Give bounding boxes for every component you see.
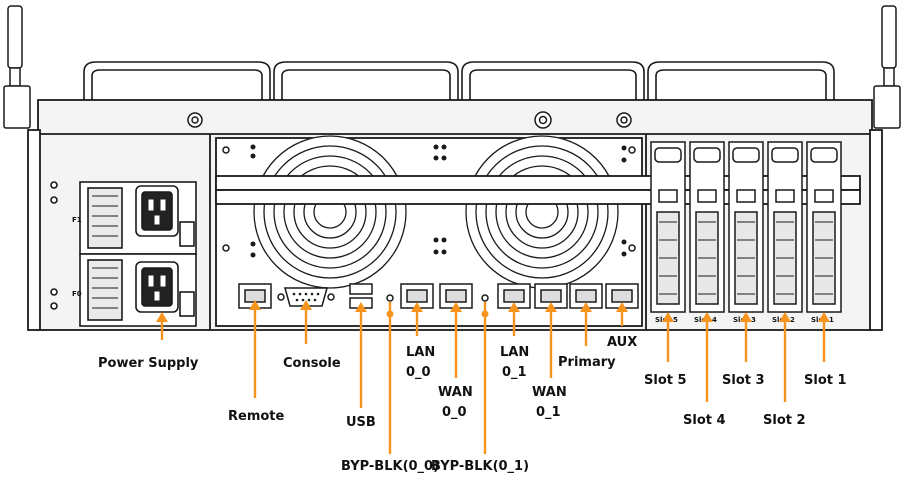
- usb-port-top: [349, 283, 373, 295]
- psu-face-label-f1: F1: [72, 216, 82, 224]
- slot-2-bracket: [767, 141, 803, 313]
- byp-blk-0-0-led: [386, 294, 394, 302]
- label-slot-2: Slot 2: [763, 413, 806, 428]
- label-byp-blk-0-0: BYP-BLK(0_0): [341, 459, 439, 474]
- label-lan-0-1-line2: 0_1: [502, 365, 527, 380]
- label-wan-0-0-line2: 0_0: [442, 405, 467, 420]
- label-wan-0-1-line2: 0_1: [536, 405, 561, 420]
- label-lan-0-0-line1: LAN: [406, 345, 435, 360]
- label-power-supply: Power Supply: [98, 356, 199, 371]
- fan-right: [465, 135, 619, 289]
- power-supply-bay: [50, 181, 197, 327]
- callout-lines: [160, 302, 826, 454]
- slot-5-bracket: [650, 141, 686, 313]
- label-slot-3: Slot 3: [722, 373, 765, 388]
- expansion-slots: [650, 141, 842, 313]
- label-remote: Remote: [228, 409, 285, 424]
- console-pins: [292, 292, 320, 302]
- slot-4-bracket: [689, 141, 725, 313]
- label-usb: USB: [346, 415, 376, 430]
- label-aux: AUX: [607, 335, 637, 350]
- top-handles: [83, 61, 835, 100]
- label-byp-blk-0-1: BYP-BLK(0_1): [431, 459, 529, 474]
- antenna-right: [873, 5, 901, 129]
- psu-grille: [92, 195, 118, 309]
- label-console: Console: [283, 356, 341, 371]
- label-wan-0-0-line1: WAN: [438, 385, 473, 400]
- label-lan-0-0-line2: 0_0: [406, 365, 431, 380]
- label-lan-0-1-line1: LAN: [500, 345, 529, 360]
- slot-vent-lines: [659, 221, 833, 295]
- antenna-left: [3, 5, 31, 129]
- slot-1-bracket: [806, 141, 842, 313]
- fan-left: [253, 135, 407, 289]
- byp-blk-0-1-led: [481, 294, 489, 302]
- label-slot-1: Slot 1: [804, 373, 847, 388]
- panel-dots: [250, 144, 627, 258]
- label-wan-0-1-line1: WAN: [532, 385, 567, 400]
- label-primary: Primary: [558, 355, 616, 370]
- psu-outlet-pins: [148, 199, 166, 301]
- callout-markers: [156, 300, 830, 322]
- label-slot-5: Slot 5: [644, 373, 687, 388]
- slot-3-bracket: [728, 141, 764, 313]
- label-slot-4: Slot 4: [683, 413, 726, 428]
- psu-face-label-f0: F0: [72, 290, 82, 298]
- console-port: [284, 287, 328, 307]
